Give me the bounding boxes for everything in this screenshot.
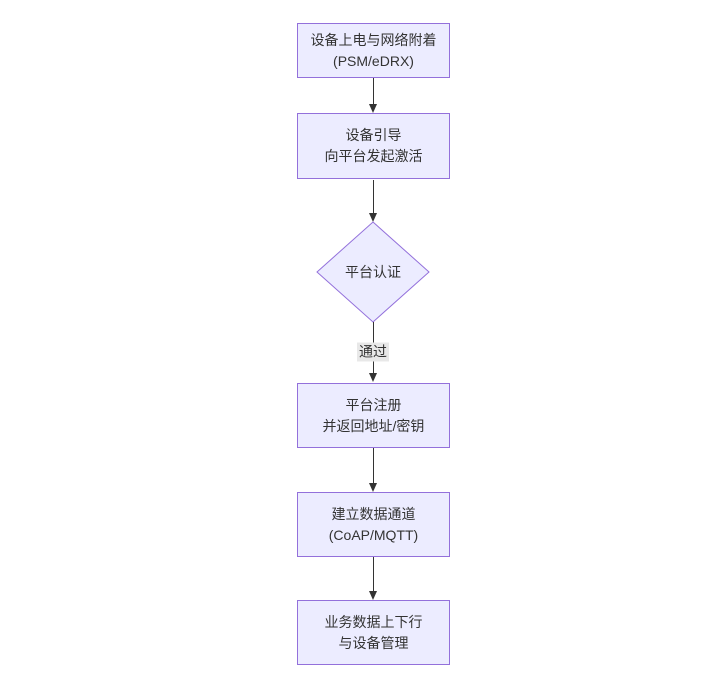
edge-line — [373, 448, 374, 483]
node-label-line: (PSM/eDRX) — [333, 52, 414, 69]
edge-label-pass: 通过 — [357, 342, 389, 362]
node-label-line: 设备上电与网络附着 — [310, 31, 437, 48]
node-business: 业务数据上下行 与设备管理 — [297, 600, 450, 665]
node-label-line: 向平台发起激活 — [324, 148, 423, 164]
node-label-line: (CoAP/MQTT) — [328, 526, 419, 543]
arrowhead-down-icon — [369, 373, 377, 382]
node-label-line: 业务数据上下行 — [324, 613, 423, 630]
node-power-attach: 设备上电与网络附着 (PSM/eDRX) — [297, 23, 450, 78]
node-label-line: 并返回地址/密钥 — [322, 417, 425, 434]
node-register: 平台注册 并返回地址/密钥 — [297, 383, 450, 448]
arrowhead-down-icon — [369, 104, 377, 113]
arrowhead-down-icon — [369, 591, 377, 600]
arrowhead-down-icon — [369, 213, 377, 222]
node-label-line: 平台注册 — [345, 396, 402, 413]
edge-line — [373, 180, 374, 214]
node-label-line: 设备引导 — [345, 127, 402, 143]
edge-line — [373, 78, 374, 105]
node-label-line: 平台认证 — [345, 264, 401, 280]
node-auth-decision: 平台认证 — [317, 222, 429, 322]
node-data-channel: 建立数据通道 (CoAP/MQTT) — [297, 492, 450, 557]
arrowhead-down-icon — [369, 483, 377, 492]
edge-line — [373, 557, 374, 591]
node-label-line: 与设备管理 — [338, 634, 409, 651]
node-bootstrap: 设备引导 向平台发起激活 — [297, 113, 450, 179]
node-label-line: 建立数据通道 — [331, 505, 416, 522]
